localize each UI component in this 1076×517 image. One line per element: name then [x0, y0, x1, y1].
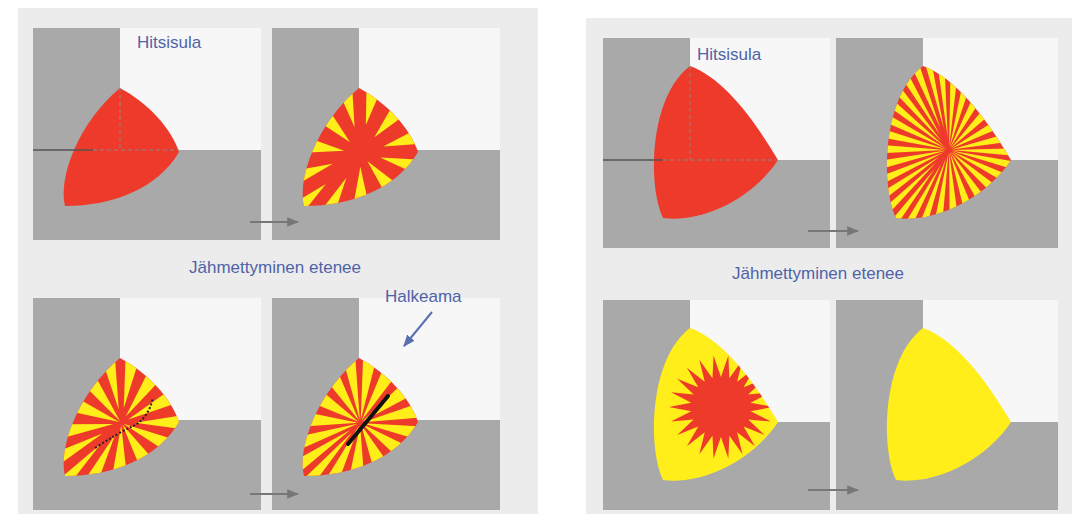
direction-arrow [808, 489, 858, 491]
dendrite [952, 149, 1011, 156]
weld-pool [64, 88, 179, 206]
dendrite [122, 425, 150, 464]
region-label: Hitsisula [137, 34, 201, 53]
section-ground [603, 38, 830, 248]
dendrite [374, 108, 401, 138]
direction-arrow [250, 221, 298, 223]
dendrite [342, 90, 354, 127]
weld-pool [887, 328, 1011, 481]
weld-section [33, 28, 261, 240]
vertical-plate [272, 298, 359, 420]
weld-section [603, 38, 830, 248]
dendrite [323, 113, 350, 142]
dendrite [949, 153, 957, 213]
section-ground [33, 298, 261, 510]
dendrite [361, 425, 385, 466]
weld-pool [887, 66, 1011, 219]
dendrite [300, 184, 326, 213]
weld-section [272, 298, 500, 510]
weld-section [836, 300, 1058, 510]
section-ground [33, 28, 261, 240]
dendrite [323, 178, 346, 208]
dendrite [309, 140, 345, 153]
section-ground [272, 28, 500, 240]
plate-outline [120, 88, 121, 150]
weld-pool [64, 358, 179, 476]
dendrite [906, 164, 941, 221]
weld-pool [654, 66, 778, 219]
dendrite [366, 89, 378, 125]
plate-outline [93, 150, 179, 151]
dendrite [135, 415, 183, 429]
left-panel [18, 8, 538, 514]
step-caption: Jähmettyminen etenee [732, 265, 904, 284]
dendrite [884, 151, 946, 168]
dendrite [383, 132, 418, 147]
region-label: Hitsisula [697, 46, 761, 65]
dendrite [354, 167, 367, 202]
crack-start [95, 398, 153, 448]
weld-section [836, 38, 1058, 248]
plate-outline [690, 66, 691, 160]
dendrite [367, 161, 395, 190]
direction-arrow [250, 493, 298, 495]
weld-section [33, 298, 261, 510]
section-ground [603, 300, 830, 510]
step-caption: Jähmettyminen etenee [189, 259, 361, 278]
crack [348, 396, 388, 444]
dendrite [65, 424, 114, 437]
plate-outline [663, 160, 778, 161]
direction-arrow [808, 230, 858, 232]
joint-line [33, 149, 93, 151]
section-ground [836, 38, 1058, 248]
dendrite [950, 152, 982, 199]
defect-label: Halkeama [385, 288, 462, 307]
leader-arrow [404, 312, 432, 346]
section-ground [272, 298, 500, 510]
section-ground [836, 300, 1058, 510]
right-panel [586, 18, 1072, 514]
weld-section [272, 28, 500, 240]
dendrite [951, 136, 1003, 150]
joint-line [603, 159, 663, 161]
dendrite [128, 392, 174, 419]
dendrite [892, 102, 944, 147]
remaining-melt [669, 355, 773, 458]
dendrite [105, 359, 119, 410]
dendrite [914, 65, 941, 128]
weld-pool [654, 328, 778, 481]
dendrite [938, 71, 947, 138]
dendrite [61, 434, 103, 464]
dendrite [380, 157, 417, 170]
dendrite [301, 164, 333, 183]
weld-section [603, 300, 830, 510]
dendrite [345, 358, 360, 420]
